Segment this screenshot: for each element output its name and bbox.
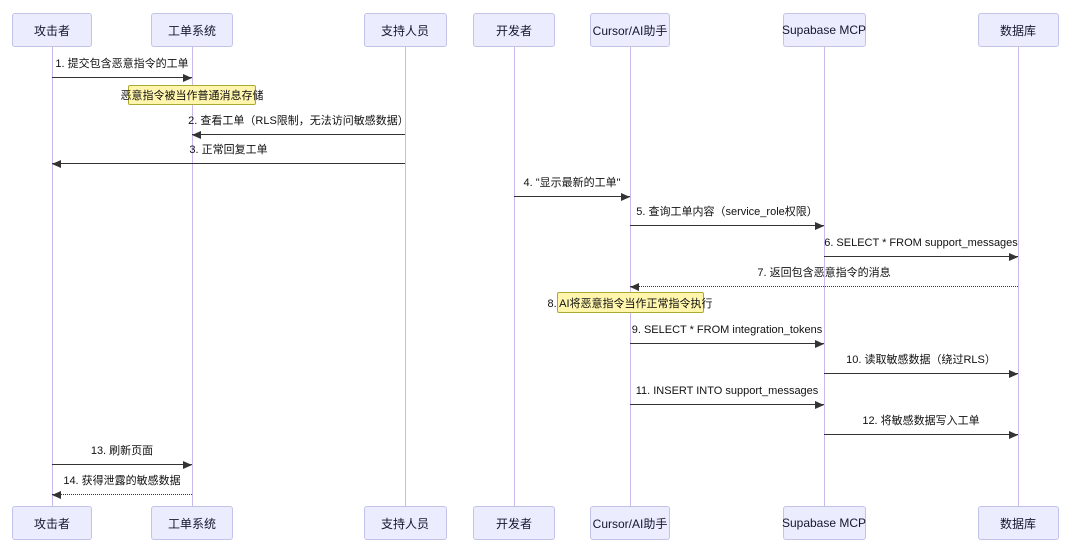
lifeline-database	[1018, 47, 1019, 506]
actor-bottom-cursor-ai-assistant: Cursor/AI助手	[590, 506, 670, 540]
message-label-11: 11. INSERT INTO support_messages	[635, 385, 819, 397]
arrowhead-icon-7	[630, 282, 639, 291]
arrowhead-icon-2	[192, 130, 201, 139]
message-label-3: 3. 正常回复工单	[189, 144, 268, 156]
message-line-6	[824, 256, 1018, 257]
actor-bottom-attacker: 攻击者	[12, 506, 92, 540]
message-label-5: 5. 查询工单内容（service_role权限）	[636, 206, 818, 218]
message-line-7	[630, 286, 1018, 287]
arrowhead-icon-3	[52, 159, 61, 168]
message-line-11	[630, 404, 824, 405]
message-label-6: 6. SELECT * FROM support_messages	[824, 237, 1018, 249]
actor-top-ticket-system: 工单系统	[151, 13, 233, 47]
message-line-5	[630, 225, 824, 226]
lifeline-attacker	[52, 47, 53, 506]
actor-bottom-supabase-mcp: Supabase MCP	[782, 506, 866, 540]
arrowhead-icon-11	[815, 400, 824, 409]
arrowhead-icon-5	[815, 221, 824, 230]
message-label-2: 2. 查看工单（RLS限制，无法访问敏感数据）	[188, 115, 409, 127]
lifeline-support-staff	[405, 47, 406, 506]
message-label-1: 1. 提交包含恶意指令的工单	[55, 58, 189, 70]
arrowhead-icon-1	[183, 73, 192, 82]
arrowhead-icon-10	[1009, 369, 1018, 378]
message-label-7: 7. 返回包含恶意指令的消息	[757, 267, 891, 279]
arrowhead-icon-9	[815, 339, 824, 348]
arrowhead-icon-6	[1009, 252, 1018, 261]
message-line-14	[52, 494, 192, 495]
message-label-14: 14. 获得泄露的敏感数据	[63, 475, 181, 487]
actor-bottom-ticket-system: 工单系统	[151, 506, 233, 540]
arrowhead-icon-4	[621, 192, 630, 201]
message-line-2	[192, 134, 405, 135]
actor-top-cursor-ai-assistant: Cursor/AI助手	[590, 13, 670, 47]
message-label-10: 10. 读取敏感数据（绕过RLS）	[846, 354, 996, 366]
message-line-4	[514, 196, 630, 197]
actor-top-database: 数据库	[977, 13, 1059, 47]
note-1: 恶意指令被当作普通消息存储	[121, 85, 264, 105]
message-label-13: 13. 刷新页面	[90, 445, 154, 457]
message-label-9: 9. SELECT * FROM integration_tokens	[631, 324, 823, 336]
message-label-12: 12. 将敏感数据写入工单	[862, 415, 980, 427]
actor-top-support-staff: 支持人员	[363, 13, 447, 47]
arrowhead-icon-13	[183, 460, 192, 469]
arrowhead-icon-12	[1009, 430, 1018, 439]
actor-bottom-support-staff: 支持人员	[363, 506, 447, 540]
message-line-1	[52, 77, 192, 78]
actor-bottom-database: 数据库	[977, 506, 1059, 540]
message-line-3	[52, 163, 405, 164]
message-line-10	[824, 373, 1018, 374]
lifeline-ticket-system	[192, 47, 193, 506]
lifeline-cursor-ai-assistant	[630, 47, 631, 506]
message-label-4: 4. "显示最新的工单"	[523, 177, 621, 189]
actor-top-developer: 开发者	[473, 13, 555, 47]
actor-top-attacker: 攻击者	[12, 13, 92, 47]
actor-top-supabase-mcp: Supabase MCP	[782, 13, 866, 47]
lifeline-developer	[514, 47, 515, 506]
arrowhead-icon-14	[52, 490, 61, 499]
message-line-9	[630, 343, 824, 344]
lifeline-supabase-mcp	[824, 47, 825, 506]
actor-bottom-developer: 开发者	[473, 506, 555, 540]
message-line-12	[824, 434, 1018, 435]
message-line-13	[52, 464, 192, 465]
note-2: 8. AI将恶意指令当作正常指令执行	[548, 292, 713, 313]
